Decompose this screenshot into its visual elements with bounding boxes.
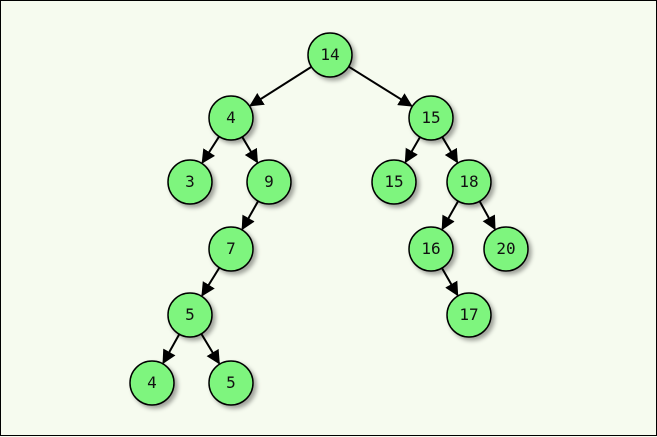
tree-node-n5a: 5: [167, 292, 213, 338]
node-label: 18: [459, 172, 478, 191]
node-label: 4: [147, 373, 157, 392]
node-label: 14: [320, 45, 339, 64]
node-circle: [307, 32, 353, 78]
node-circle: [408, 95, 454, 141]
edge-n4-n9: [240, 134, 259, 164]
node-circle: [446, 159, 492, 205]
edges-layer: [162, 64, 496, 365]
tree-node-n18: 18: [446, 159, 492, 205]
tree-node-n16: 16: [408, 226, 454, 272]
node-circle: [167, 292, 213, 338]
edge-n14-n15a: [346, 64, 413, 107]
node-label: 16: [421, 239, 440, 258]
tree-node-n15a: 15: [408, 95, 454, 141]
node-label: 3: [185, 172, 195, 191]
edge-n18-n20: [477, 199, 496, 231]
node-circle: [371, 159, 417, 205]
edge-n9-n7: [241, 198, 261, 231]
node-label: 9: [264, 172, 274, 191]
node-label: 7: [226, 239, 236, 258]
node-circle: [446, 292, 492, 338]
node-label: 15: [384, 172, 403, 191]
nodes-layer: 14 4 15 3 9 15 18 7 16 20 5 17 4 5: [129, 32, 529, 406]
edge-n5a-n4b: [162, 331, 182, 365]
tree-node-n14: 14: [307, 32, 353, 78]
node-circle: [208, 95, 254, 141]
node-circle: [246, 159, 292, 205]
tree-node-n17: 17: [446, 292, 492, 338]
node-label: 15: [421, 108, 440, 127]
node-circle: [208, 360, 254, 406]
tree-node-n3: 3: [167, 159, 213, 205]
node-circle: [483, 226, 529, 272]
edge-n14-n4: [249, 64, 314, 107]
node-circle: [208, 226, 254, 272]
edge-n15a-n15b: [404, 134, 422, 164]
node-label: 5: [226, 373, 236, 392]
node-label: 5: [185, 305, 195, 324]
tree-node-n4: 4: [208, 95, 254, 141]
edge-n4-n3: [201, 134, 222, 164]
edge-n18-n16: [441, 198, 461, 231]
tree-node-n9: 9: [246, 159, 292, 205]
edge-n7-n5a: [201, 265, 222, 297]
edge-n16-n17: [440, 265, 459, 297]
tree-node-n4b: 4: [129, 360, 175, 406]
tree-node-n5b: 5: [208, 360, 254, 406]
tree-node-n7: 7: [208, 226, 254, 272]
node-label: 20: [496, 239, 515, 258]
edge-n15a-n18: [440, 134, 459, 164]
node-label: 17: [459, 305, 478, 324]
tree-node-n15b: 15: [371, 159, 417, 205]
node-circle: [408, 226, 454, 272]
node-circle: [167, 159, 213, 205]
node-circle: [129, 360, 175, 406]
node-label: 4: [226, 108, 236, 127]
tree-node-n20: 20: [483, 226, 529, 272]
edge-n5a-n5b: [199, 331, 220, 365]
